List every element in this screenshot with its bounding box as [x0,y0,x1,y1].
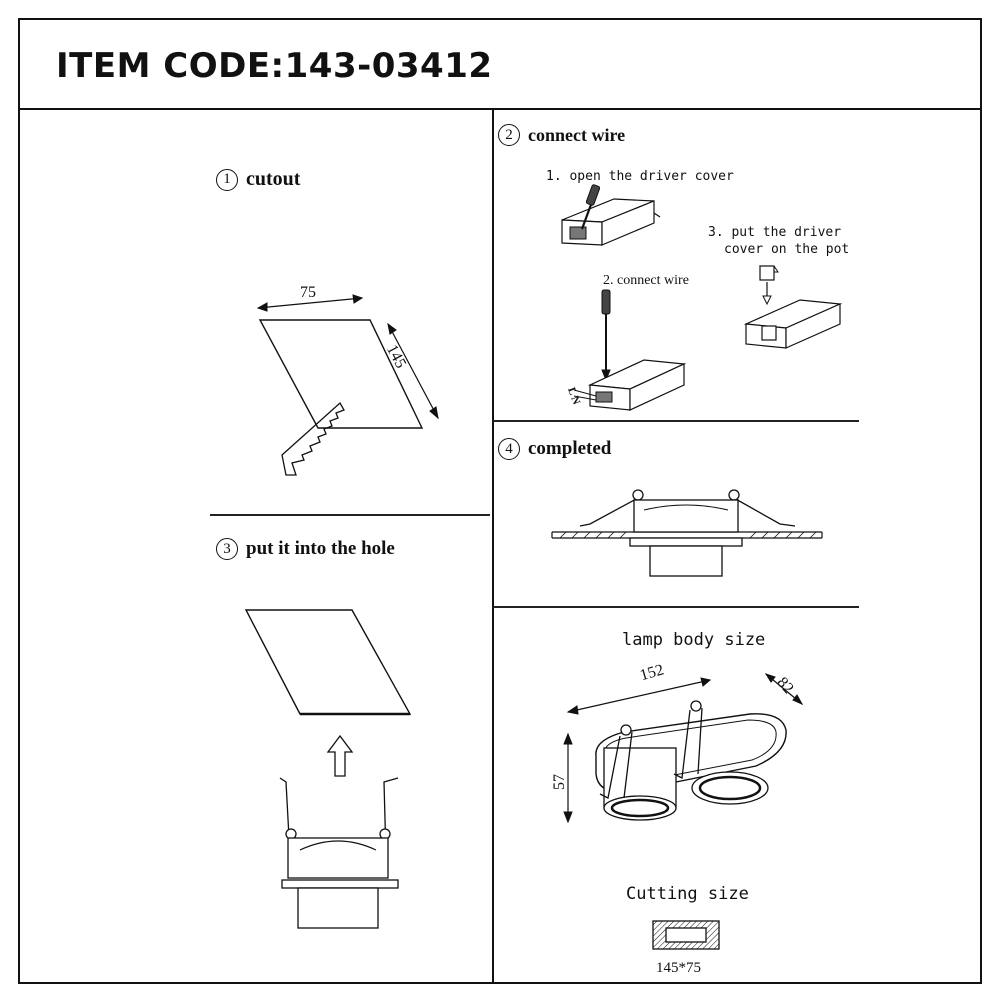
step-label: connect wire [528,124,626,145]
left-divider [210,514,490,516]
substep-connect-wire: 2. connect wire [603,273,689,288]
step-label: cutout [246,168,301,190]
step-cutout-title: 1 cutout [216,168,300,191]
substep-put-cover-line2: cover on the pot [724,242,850,257]
substep-put-cover-line1: 3. put the driver [708,225,842,240]
step-number: 1 [216,168,238,191]
lamp-body-title: lamp body size [622,630,766,650]
step-number: 2 [498,124,520,146]
cutting-size-value: 145*75 [656,960,701,976]
center-divider [492,108,494,984]
put-into-hole-drawing [244,609,412,929]
driver-connect-wire-drawing [573,289,687,411]
header: ITEM CODE:143-03412 [20,20,980,110]
item-code-title: ITEM CODE:143-03412 [56,46,493,86]
step-connect-wire-title: 2 connect wire [498,124,625,146]
cutting-size-title: Cutting size [626,884,749,904]
step-number: 3 [216,538,238,560]
substep-open-cover: 1. open the driver cover [546,169,734,184]
step-completed-title: 4 completed [498,438,611,460]
right-divider-2 [493,606,859,608]
cutout-drawing [256,294,439,476]
step-label: put it into the hole [246,538,395,559]
right-divider-1 [493,420,859,422]
step-number: 4 [498,438,520,460]
driver-open-cover-drawing [561,184,661,246]
lamp-body-drawing [563,673,804,824]
instruction-sheet: ITEM CODE:143-03412 [18,18,982,984]
cutout-width-label: 75 [300,284,316,301]
driver-cover-on-drawing [743,265,843,349]
cutting-size-drawing [652,920,720,950]
completed-drawing [551,489,823,577]
step-put-into-hole-title: 3 put it into the hole [216,538,395,560]
step-label: completed [528,438,612,459]
